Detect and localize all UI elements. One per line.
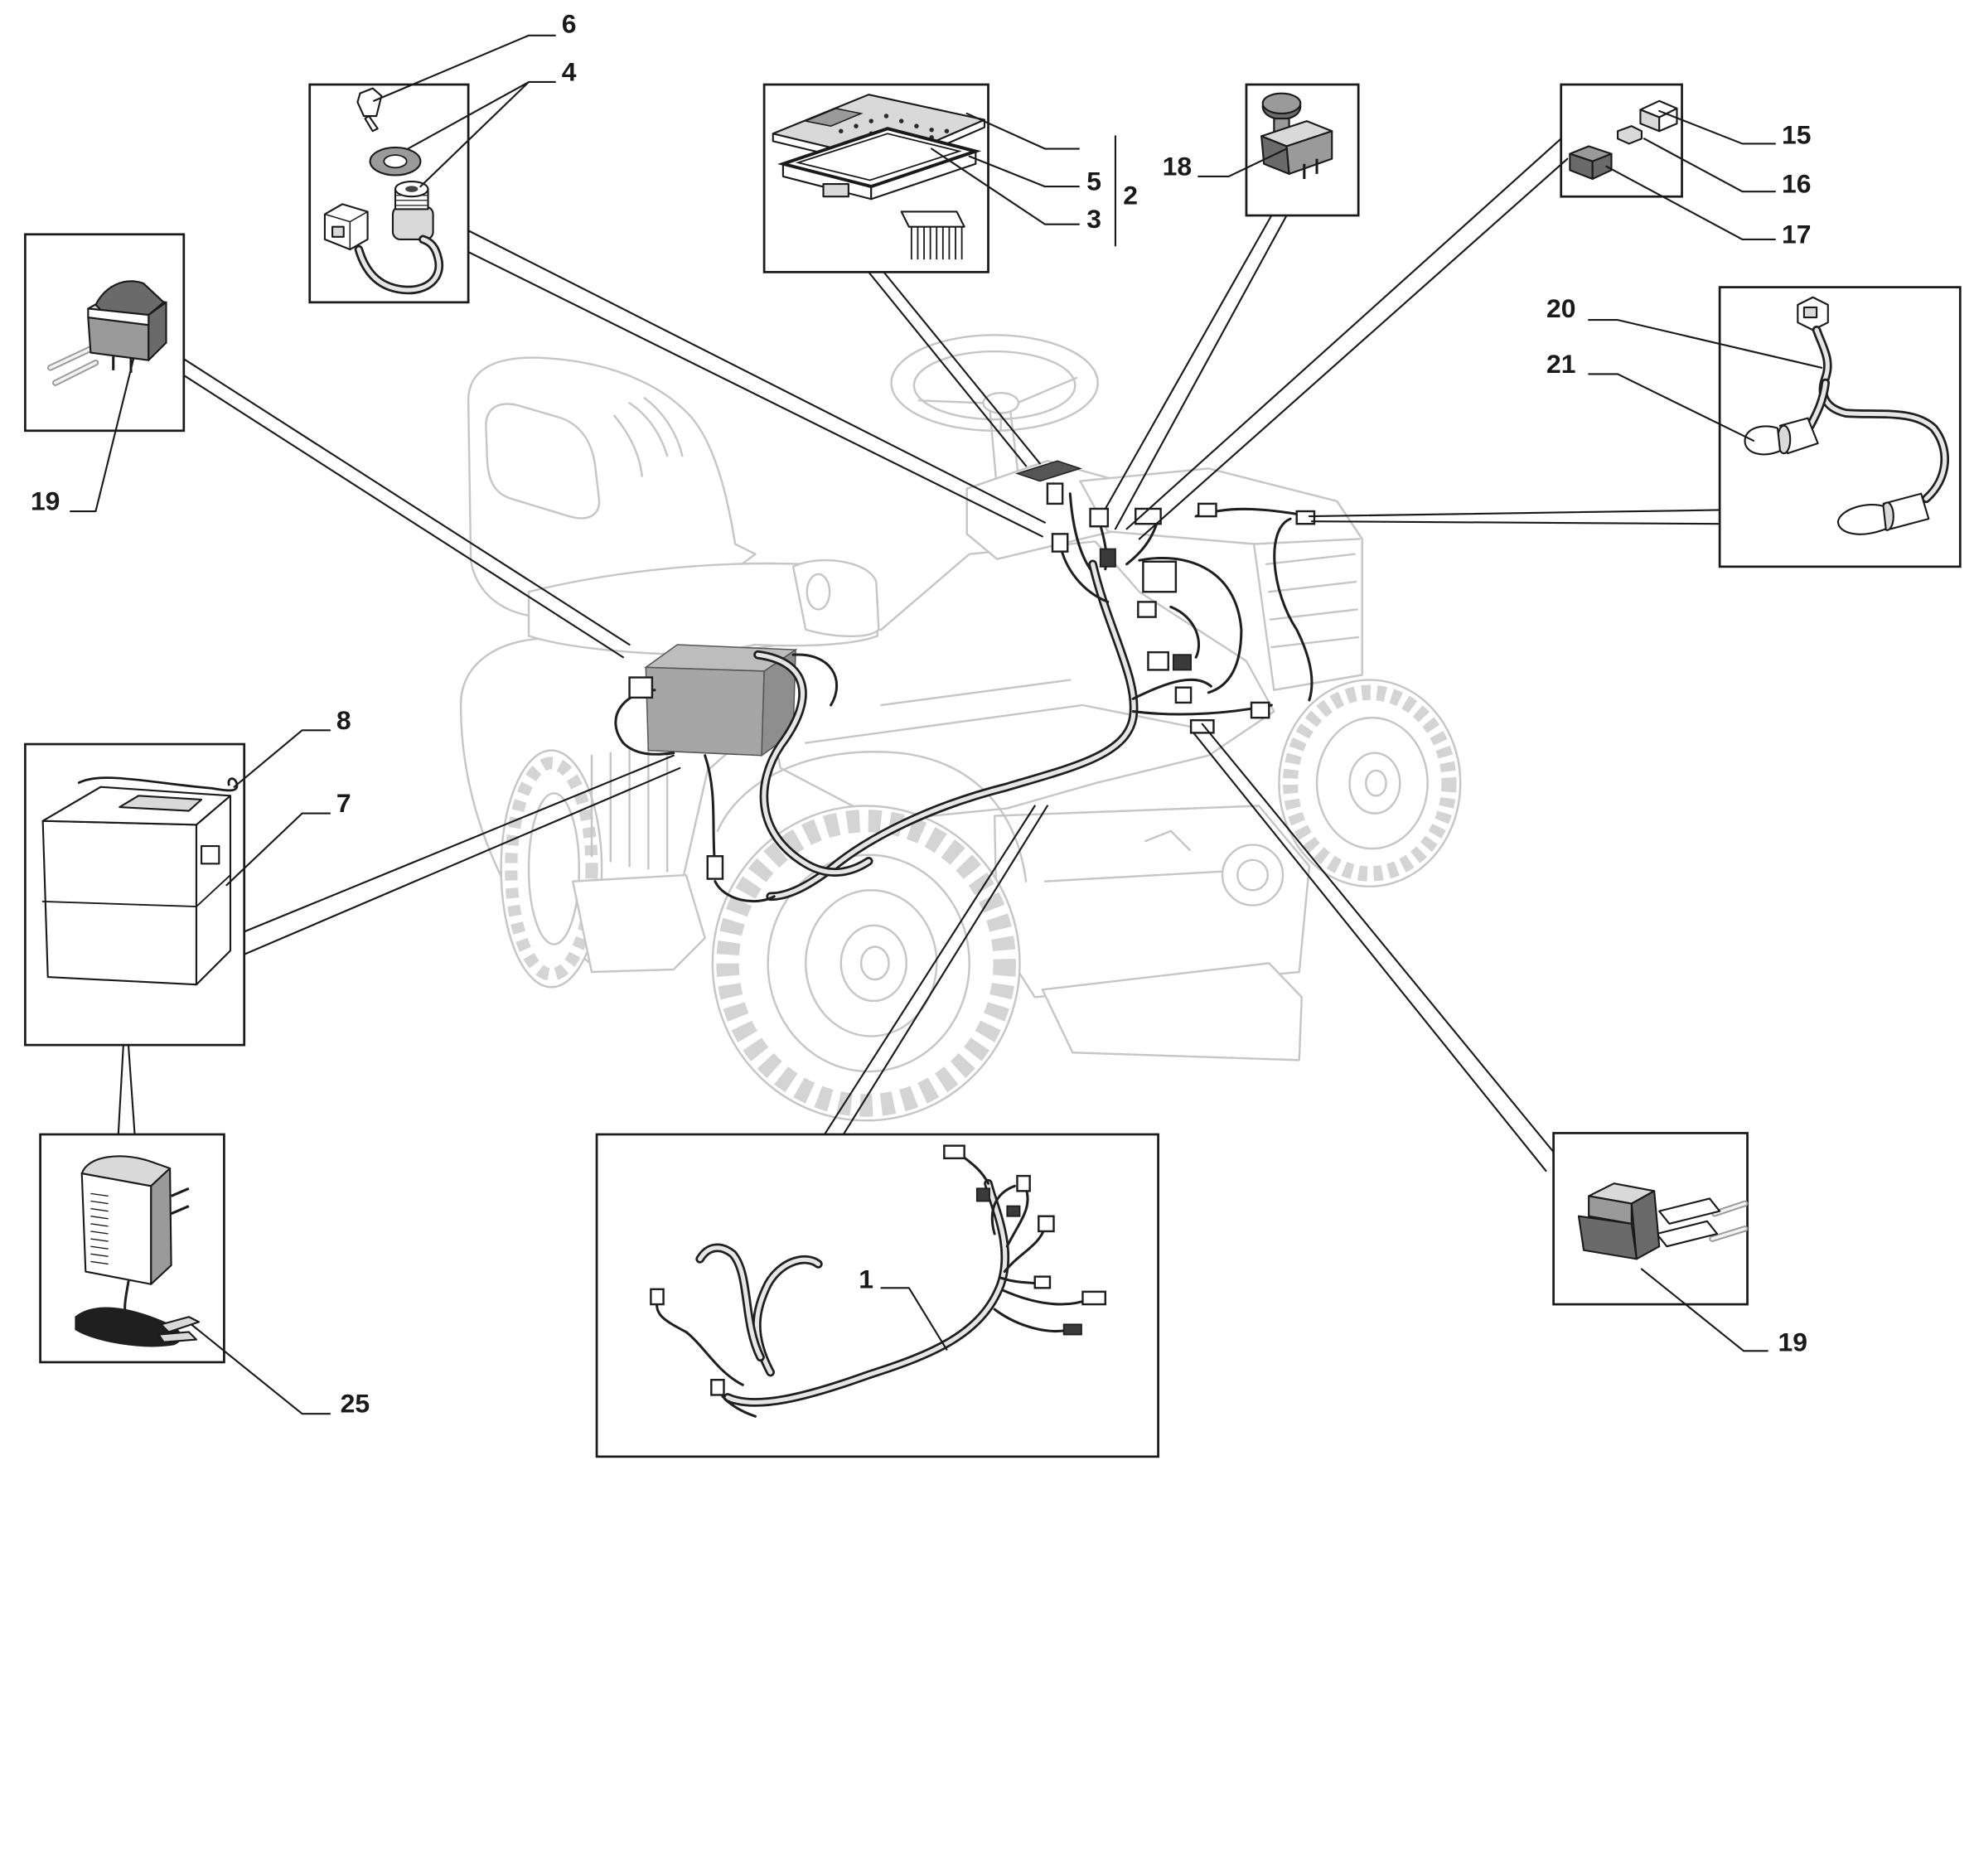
ignition-cylinder xyxy=(391,180,434,240)
callout-labels: 6 4 5 2 3 18 15 16 17 20 21 19 8 7 25 1 … xyxy=(31,9,1812,1419)
mower-deck xyxy=(993,805,1311,1061)
fuse-base xyxy=(1569,145,1613,181)
seat-armrest xyxy=(791,558,880,638)
callout-5: 5 xyxy=(1086,167,1101,196)
rear-left-wheel xyxy=(500,749,603,989)
callout-20: 20 xyxy=(1546,293,1575,323)
callout-17: 17 xyxy=(1782,219,1811,249)
callout-4: 4 xyxy=(562,56,577,86)
control-panel-installed xyxy=(1014,460,1082,482)
seat xyxy=(467,356,880,656)
platform-edge xyxy=(805,679,1210,744)
callout-18: 18 xyxy=(1163,151,1192,181)
callout-15: 15 xyxy=(1782,119,1811,149)
callout-7: 7 xyxy=(336,788,351,818)
deck-guard xyxy=(1041,962,1303,1061)
ignition-connector xyxy=(323,203,369,251)
panel-frame xyxy=(777,127,982,201)
callout-25: 25 xyxy=(341,1389,370,1419)
seat-contour-ribs xyxy=(613,397,684,477)
inset-pto-switch xyxy=(1245,83,1360,217)
bulb-left xyxy=(1744,425,1782,456)
callout-21: 21 xyxy=(1546,349,1575,379)
callout-19-left: 19 xyxy=(31,486,60,515)
tractor-illustration xyxy=(459,334,1462,1122)
rear-right-wheel xyxy=(711,805,1021,1122)
inset-headlight-wiring xyxy=(1718,286,1962,568)
rear-fender xyxy=(716,751,1028,882)
steering-wheel xyxy=(890,334,1099,492)
inset-control-panel xyxy=(762,83,989,273)
callout-16: 16 xyxy=(1782,169,1811,199)
inset-ignition-switch xyxy=(308,83,470,304)
callout-19-right: 19 xyxy=(1778,1327,1807,1356)
inset-switch-left xyxy=(24,233,186,433)
inset-fuse-holder xyxy=(1560,83,1683,198)
panel-connector xyxy=(900,210,965,260)
rear-frame-lower xyxy=(571,873,706,974)
inset-battery-charger xyxy=(39,1133,225,1364)
backrest-panel xyxy=(485,403,601,520)
wiring-harness-installed xyxy=(614,492,1314,903)
deck-roller xyxy=(1221,844,1285,907)
battery-strap xyxy=(77,776,239,792)
charger-clamps xyxy=(157,1316,201,1343)
callout-2: 2 xyxy=(1123,180,1138,210)
callout-1: 1 xyxy=(859,1264,873,1293)
washer xyxy=(369,146,422,176)
fuse-cap xyxy=(1639,99,1678,133)
inset-connector-lines xyxy=(117,138,1721,1172)
front-wheel xyxy=(1278,679,1462,887)
inset-battery xyxy=(24,742,246,1047)
plug-prongs xyxy=(171,1187,190,1216)
callout-3: 3 xyxy=(1086,204,1101,234)
armrest-knob xyxy=(806,573,831,611)
light-connector xyxy=(1797,296,1829,331)
key-icon xyxy=(356,87,383,118)
harness-connectors xyxy=(628,482,1316,880)
inset-wiring-harness xyxy=(595,1133,1159,1458)
callout-8: 8 xyxy=(336,705,351,735)
inset-switch-right xyxy=(1552,1132,1749,1306)
bulb-socket-left xyxy=(1776,417,1819,455)
callout-6: 6 xyxy=(562,9,577,39)
battery-installed xyxy=(644,644,798,757)
bulb-right xyxy=(1836,503,1887,535)
fuse xyxy=(1617,125,1643,145)
callout-leaders xyxy=(70,34,1823,1415)
